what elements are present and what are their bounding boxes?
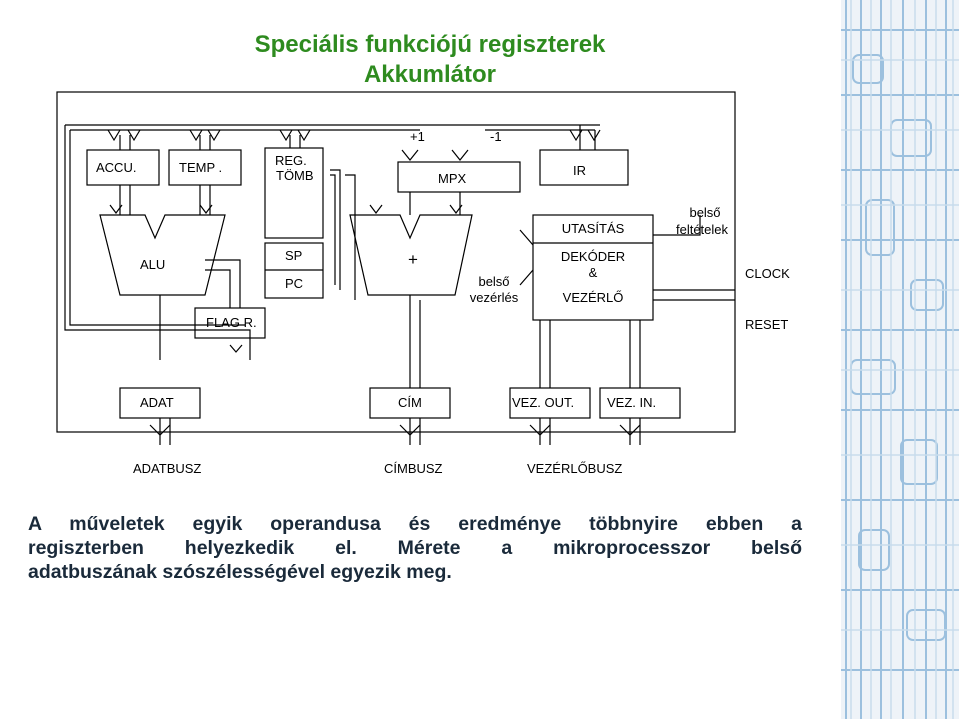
tomb-label: TÖMB xyxy=(276,168,314,183)
control-out-label: VEZ. OUT. xyxy=(512,395,575,410)
data-box-label: ADAT xyxy=(140,395,174,410)
minus-one-label: -1 xyxy=(490,129,502,144)
control-in-label: VEZ. IN. xyxy=(607,395,657,410)
temp-label: TEMP . xyxy=(179,160,223,175)
paragraph-line-1: A műveletek egyik operandusa és eredmény… xyxy=(28,513,802,535)
accu-label: ACCU. xyxy=(96,160,137,175)
plus-one-label: +1 xyxy=(410,129,425,144)
decorative-border-pattern xyxy=(841,0,959,719)
slide-title: Speciális funkciójú regiszterek xyxy=(254,31,606,58)
description-paragraph: A műveletek egyik operandusa és eredmény… xyxy=(28,512,802,584)
internal-control-label-1: belső xyxy=(478,274,510,289)
slide-subtitle: Akkumlátor xyxy=(363,61,497,88)
controller-label: VEZÉRLŐ xyxy=(562,290,624,305)
internal-conditions-label-2: feltételek xyxy=(675,222,729,237)
adder-plus-label: + xyxy=(408,250,418,269)
ampersand-label: & xyxy=(588,265,598,280)
alu-label: ALU xyxy=(140,257,166,272)
address-bus-label: CÍMBUSZ xyxy=(384,461,443,476)
sp-label: SP xyxy=(285,248,303,263)
clock-label: CLOCK xyxy=(745,266,790,281)
control-bus-label: VEZÉRLŐBUSZ xyxy=(527,461,623,476)
flag-register-label: FLAG R. xyxy=(206,315,257,330)
instruction-label: UTASÍTÁS xyxy=(561,221,625,236)
internal-control-label-2: vezérlés xyxy=(469,290,519,305)
ir-label: IR xyxy=(573,163,586,178)
internal-conditions-label-1: belső xyxy=(689,205,721,220)
address-box-label: CÍM xyxy=(398,395,422,410)
decoder-label: DEKÓDER xyxy=(560,249,626,264)
reg-label: REG. xyxy=(275,153,307,168)
paragraph-line-3: adatbuszának szószélességével egyezik me… xyxy=(28,561,452,583)
pc-label: PC xyxy=(285,276,304,291)
reset-label: RESET xyxy=(745,317,789,332)
paragraph-line-2: regiszterben helyezkedik el. Mérete a mi… xyxy=(28,537,802,559)
mpx-label: MPX xyxy=(438,171,467,186)
data-bus-label: ADATBUSZ xyxy=(133,461,202,476)
